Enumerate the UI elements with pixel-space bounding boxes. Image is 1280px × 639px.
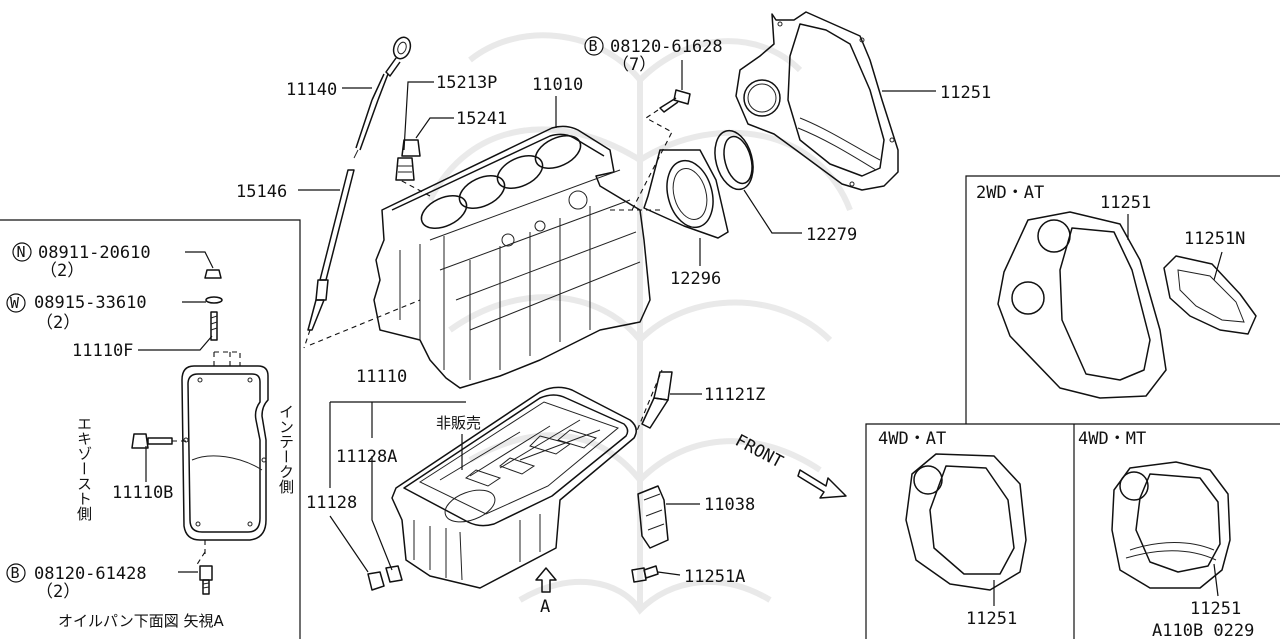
view-a-arrow-icon xyxy=(535,567,557,593)
part-number-oil-pan-set: 11110 xyxy=(356,367,407,387)
part-number-drain-plug: 11128 xyxy=(306,493,357,513)
block-bolt-drawing xyxy=(631,89,691,211)
variant-4wd-at-title: 4WD・AT xyxy=(878,429,946,449)
dipstick-tube-drawing xyxy=(303,169,355,349)
part-number-nut: 08911-20610 xyxy=(38,243,151,263)
baffle-plate-drawing xyxy=(637,485,669,549)
oil-pan-drawing xyxy=(391,369,663,589)
rear-oil-seal-drawing xyxy=(714,129,754,191)
oil-strainer-tube-drawing xyxy=(641,371,673,429)
part-number-dipstick-tube: 15146 xyxy=(236,182,287,202)
washer-symbol-icon xyxy=(6,293,26,313)
plate-bolt-drawing xyxy=(631,565,659,583)
nut-symbol-letter: N xyxy=(17,243,26,261)
plate-2wd-at-drawing xyxy=(997,211,1167,399)
part-number-drain-plug-washer: 11128A xyxy=(336,447,397,467)
variant-2wd-at-title: 2WD・AT xyxy=(976,183,1044,203)
part-qty-washer: （2） xyxy=(36,313,80,333)
drain-plug-drawing xyxy=(367,565,403,591)
part-number-stud: 11110F xyxy=(72,341,133,361)
label-exhaust-side: エキゾースト側 xyxy=(75,416,93,521)
part-number-plug: 15241 xyxy=(456,109,507,129)
oil-pan-view-caption: オイルパン下面図 矢視A xyxy=(58,612,225,630)
washer-symbol-letter: W xyxy=(10,294,20,312)
label-intake-side: インテーク側 xyxy=(277,404,295,494)
block-bolt-symbol-icon xyxy=(584,36,604,56)
part-number-rear-plate: 11251 xyxy=(940,83,991,103)
variant-4wd-mt-title: 4WD・MT xyxy=(1078,429,1146,449)
front-direction-label: FRONT xyxy=(732,431,787,473)
part-number-2wd-plate: 11251 xyxy=(1100,193,1151,213)
variant-4wd-mt-box: 4WD・MT 11251 xyxy=(1073,424,1241,639)
nut-symbol-icon xyxy=(12,242,32,262)
oil-pressure-switch-drawing xyxy=(395,139,421,181)
dipstick-drawing xyxy=(353,36,412,159)
part-number-drain-bolt: 11110B xyxy=(112,483,173,503)
block-bolt-symbol-letter: B xyxy=(589,37,598,55)
label-not-for-sale: 非販売 xyxy=(436,414,481,432)
part-qty-block-bolt: （7） xyxy=(612,55,656,75)
oil-pan-bottom-view-inset: N 08911-20610 （2） W 08915-33610 （2） 1111… xyxy=(0,219,301,639)
diagram-code: A110B 0229 xyxy=(1152,621,1254,639)
part-qty-pan-bolt: （2） xyxy=(36,582,80,602)
front-arrow-icon xyxy=(797,469,847,499)
part-number-cylinder-block: 11010 xyxy=(532,75,583,95)
part-number-rear-seal: 12279 xyxy=(806,225,857,245)
pan-bolt-drawing xyxy=(199,565,213,595)
bolt-symbol-icon xyxy=(6,563,26,583)
drain-bolt-drawing xyxy=(131,433,186,449)
part-number-oil-switch: 15213P xyxy=(436,73,497,93)
plate-4wd-mt-drawing xyxy=(1111,461,1231,589)
rear-seal-retainer-drawing xyxy=(643,149,729,239)
part-number-block-bolt: 08120-61628 xyxy=(610,37,723,57)
part-number-baffle: 11038 xyxy=(704,495,755,515)
part-number-gauge-guide: 11121Z xyxy=(704,385,765,405)
part-number-dipstick: 11140 xyxy=(286,80,337,100)
part-number-plate-bolt: 11251A xyxy=(684,567,745,587)
nut-washer-stud-drawing xyxy=(204,269,223,341)
view-a-label: A xyxy=(540,597,550,617)
variant-4wd-at-box: 4WD・AT 11251 xyxy=(865,423,1280,639)
rear-plate-drawing xyxy=(735,11,899,191)
part-number-seal-retainer: 12296 xyxy=(670,269,721,289)
part-qty-nut: （2） xyxy=(40,261,84,281)
bolt-symbol-letter: B xyxy=(11,564,20,582)
variant-2wd-at-box: 2WD・AT 11251 11251N xyxy=(965,175,1280,424)
cylinder-block-drawing xyxy=(309,125,660,389)
part-number-4wd-at-plate: 11251 xyxy=(966,609,1017,629)
part-number-2wd-cover: 11251N xyxy=(1184,229,1245,249)
part-number-pan-bolt: 08120-61428 xyxy=(34,564,147,584)
part-number-4wd-mt-plate: 11251 xyxy=(1190,599,1241,619)
cover-2wd-at-drawing xyxy=(1163,255,1257,335)
plate-4wd-at-drawing xyxy=(905,453,1027,591)
oil-pan-bottom-drawing xyxy=(181,351,269,567)
part-number-washer: 08915-33610 xyxy=(34,293,147,313)
